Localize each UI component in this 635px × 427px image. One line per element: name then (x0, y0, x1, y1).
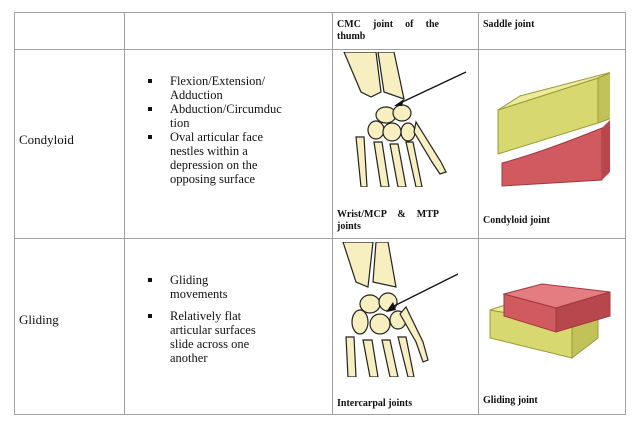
table-border-bottom (14, 414, 626, 415)
caption-condyloid-joint: Condyloid joint (483, 215, 550, 226)
col-divider (14, 12, 15, 414)
wrist-bones-illustration (343, 52, 467, 187)
gliding-joint-model (489, 283, 611, 360)
header-cmc-joint: CMC joint of the thumb (337, 19, 439, 42)
table-border-top (14, 12, 626, 13)
col-divider (478, 12, 479, 414)
col-divider (332, 12, 333, 414)
joint-type-gliding: Gliding (19, 312, 59, 327)
row-divider (14, 238, 626, 239)
bullet-item: Relatively flat articular surfaces slide… (145, 309, 263, 365)
bullet-item: Oval articular face nestles within a dep… (145, 130, 270, 186)
caption-intercarpal-joints: Intercarpal joints (337, 398, 413, 409)
joint-type-condyloid: Condyloid (19, 132, 74, 147)
row-divider (14, 49, 626, 50)
gliding-bullets: Gliding movements Relatively flat articu… (145, 273, 263, 365)
col-divider (625, 12, 626, 414)
condyloid-bullets: Flexion/Extension/ Adduction Abduction/C… (145, 74, 285, 186)
condyloid-joint-model (497, 72, 610, 187)
caption-gliding-joint: Gliding joint (483, 395, 538, 406)
intercarpal-bones-illustration (342, 242, 459, 377)
bullet-item: Gliding movements (145, 273, 263, 301)
bullet-item: Flexion/Extension/ Adduction (145, 74, 285, 102)
caption-wrist-mcp-mtp: Wrist/MCP & MTP joints (337, 209, 439, 232)
col-divider (124, 12, 125, 414)
bullet-item: Abduction/Circumduc tion (145, 102, 285, 130)
header-saddle-joint: Saddle joint (483, 19, 535, 30)
